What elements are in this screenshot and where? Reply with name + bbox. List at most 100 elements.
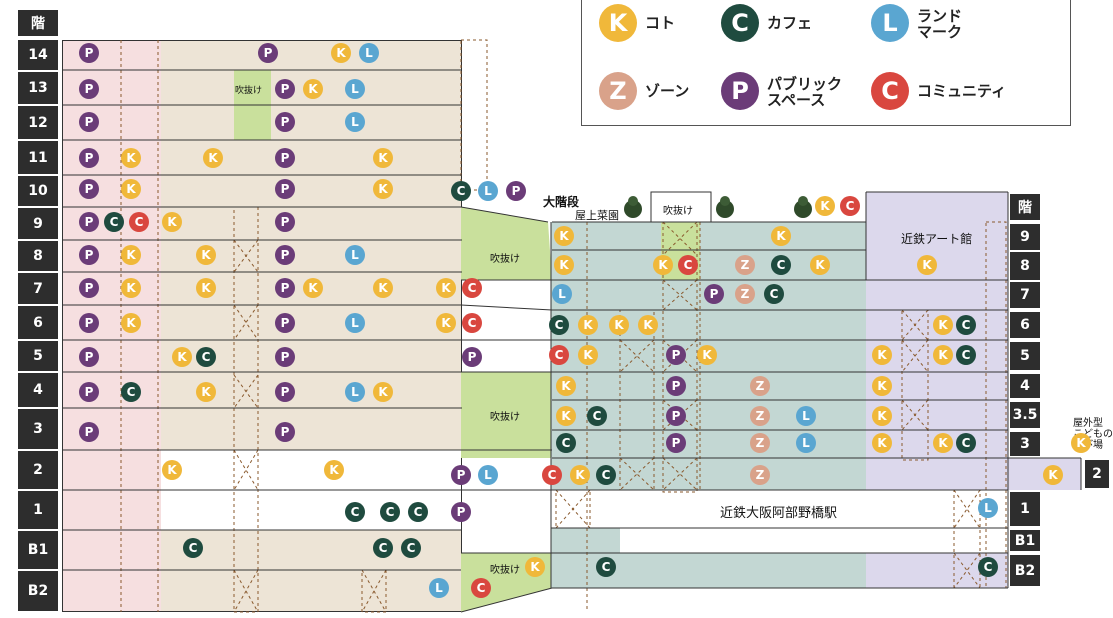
left-building-outline: [62, 40, 462, 612]
tree-icon: [716, 196, 734, 218]
marker-C-icon: C: [451, 181, 471, 201]
marker-C-icon: C: [380, 502, 400, 522]
marker-C-icon: C: [956, 345, 976, 365]
marker-P-icon: P: [275, 422, 295, 442]
legend-L-label: ランド マーク: [917, 7, 963, 41]
marker-K-icon: K: [121, 313, 141, 333]
marker-K-icon: K: [872, 345, 892, 365]
legend-P-icon: P: [721, 72, 759, 110]
left-floor-label-13: 13: [18, 72, 58, 104]
marker-P-icon: P: [275, 245, 295, 265]
marker-Z-icon: Z: [750, 376, 770, 396]
marker-P-icon: P: [506, 181, 526, 201]
marker-L-icon: L: [552, 284, 572, 304]
marker-C-icon: C: [104, 212, 124, 232]
marker-K-icon: K: [697, 345, 717, 365]
legend-L-icon: L: [871, 4, 909, 42]
marker-K-icon: K: [373, 382, 393, 402]
marker-K-icon: K: [196, 245, 216, 265]
marker-P-icon: P: [79, 278, 99, 298]
left-floor-label-7: 7: [18, 273, 58, 304]
marker-Z-icon: Z: [750, 465, 770, 485]
marker-C-icon: C: [401, 538, 421, 558]
marker-C-icon: C: [956, 315, 976, 335]
left-floor-label-1: 1: [18, 491, 58, 529]
marker-C-icon: C: [549, 315, 569, 335]
marker-K-icon: K: [436, 313, 456, 333]
marker-K-icon: K: [324, 460, 344, 480]
marker-P-icon: P: [451, 465, 471, 485]
marker-C-icon: C: [587, 406, 607, 426]
marker-P-icon: P: [666, 433, 686, 453]
left-building-pink-zone: [62, 40, 161, 612]
right-floor-label-7: 7: [1010, 282, 1040, 308]
marker-L-icon: L: [345, 245, 365, 265]
legend-Z-icon: Z: [599, 72, 637, 110]
marker-L-icon: L: [429, 578, 449, 598]
marker-CC-icon: C: [542, 465, 562, 485]
marker-P-icon: P: [275, 382, 295, 402]
art-building-label: 近鉄アート館: [901, 232, 973, 246]
left-floor-label-12: 12: [18, 106, 58, 139]
marker-Z-icon: Z: [735, 255, 755, 275]
marker-P-icon: P: [275, 313, 295, 333]
marker-CC-icon: C: [471, 578, 491, 598]
fukinuke-roof-label: 吹抜け: [663, 206, 693, 217]
marker-K-icon: K: [162, 460, 182, 480]
marker-K-icon: K: [525, 557, 545, 577]
marker-K-icon: K: [815, 196, 835, 216]
legend-K-icon: K: [599, 4, 637, 42]
fukinuke-label-13: 吹抜け: [235, 86, 263, 96]
marker-P-icon: P: [666, 345, 686, 365]
marker-K-icon: K: [933, 345, 953, 365]
marker-C-icon: C: [596, 465, 616, 485]
marker-C-icon: C: [556, 433, 576, 453]
marker-L-icon: L: [796, 406, 816, 426]
marker-K-icon: K: [771, 226, 791, 246]
left-floor-label-10: 10: [18, 176, 58, 206]
marker-K-icon: K: [872, 376, 892, 396]
marker-K-icon: K: [810, 255, 830, 275]
marker-P-icon: P: [79, 245, 99, 265]
marker-P-icon: P: [275, 79, 295, 99]
left-floor-label-5: 5: [18, 341, 58, 371]
marker-P-icon: P: [666, 376, 686, 396]
marker-L-icon: L: [345, 79, 365, 99]
right-floor-label-B1: B1: [1010, 530, 1040, 551]
legend-Z-label: ゾーン: [645, 82, 690, 100]
marker-C-icon: C: [373, 538, 393, 558]
marker-L-icon: L: [478, 181, 498, 201]
right-floor-header: 階: [1010, 194, 1040, 220]
marker-P-icon: P: [704, 284, 724, 304]
marker-P-icon: P: [79, 43, 99, 63]
marker-K-icon: K: [303, 79, 323, 99]
marker-K-icon: K: [609, 315, 629, 335]
marker-K-icon: K: [196, 278, 216, 298]
marker-P-icon: P: [275, 148, 295, 168]
legend-C-icon: C: [721, 4, 759, 42]
marker-K-icon: K: [162, 212, 182, 232]
right-floor-label-4: 4: [1010, 374, 1040, 398]
left-floor-label-11: 11: [18, 141, 58, 174]
marker-K-icon: K: [933, 315, 953, 335]
marker-P-icon: P: [451, 502, 471, 522]
tree-icon: [794, 196, 812, 218]
legend-CC-icon: C: [871, 72, 909, 110]
marker-C-icon: C: [196, 347, 216, 367]
right-floor-label-3.5: 3.5: [1010, 402, 1040, 428]
marker-K-icon: K: [570, 465, 590, 485]
marker-P-icon: P: [79, 347, 99, 367]
marker-K-icon: K: [578, 315, 598, 335]
marker-K-icon: K: [373, 179, 393, 199]
marker-C-icon: C: [771, 255, 791, 275]
left-floor-label-14: 14: [18, 40, 58, 70]
marker-P-icon: P: [79, 148, 99, 168]
daikaidan-label: 大階段: [543, 195, 580, 209]
left-floor-label-3: 3: [18, 409, 58, 449]
legend-P-label: パブリック スペース: [767, 75, 843, 109]
left-floor-label-B2: B2: [18, 571, 58, 611]
left-floor-label-6: 6: [18, 306, 58, 339]
marker-P-icon: P: [79, 179, 99, 199]
